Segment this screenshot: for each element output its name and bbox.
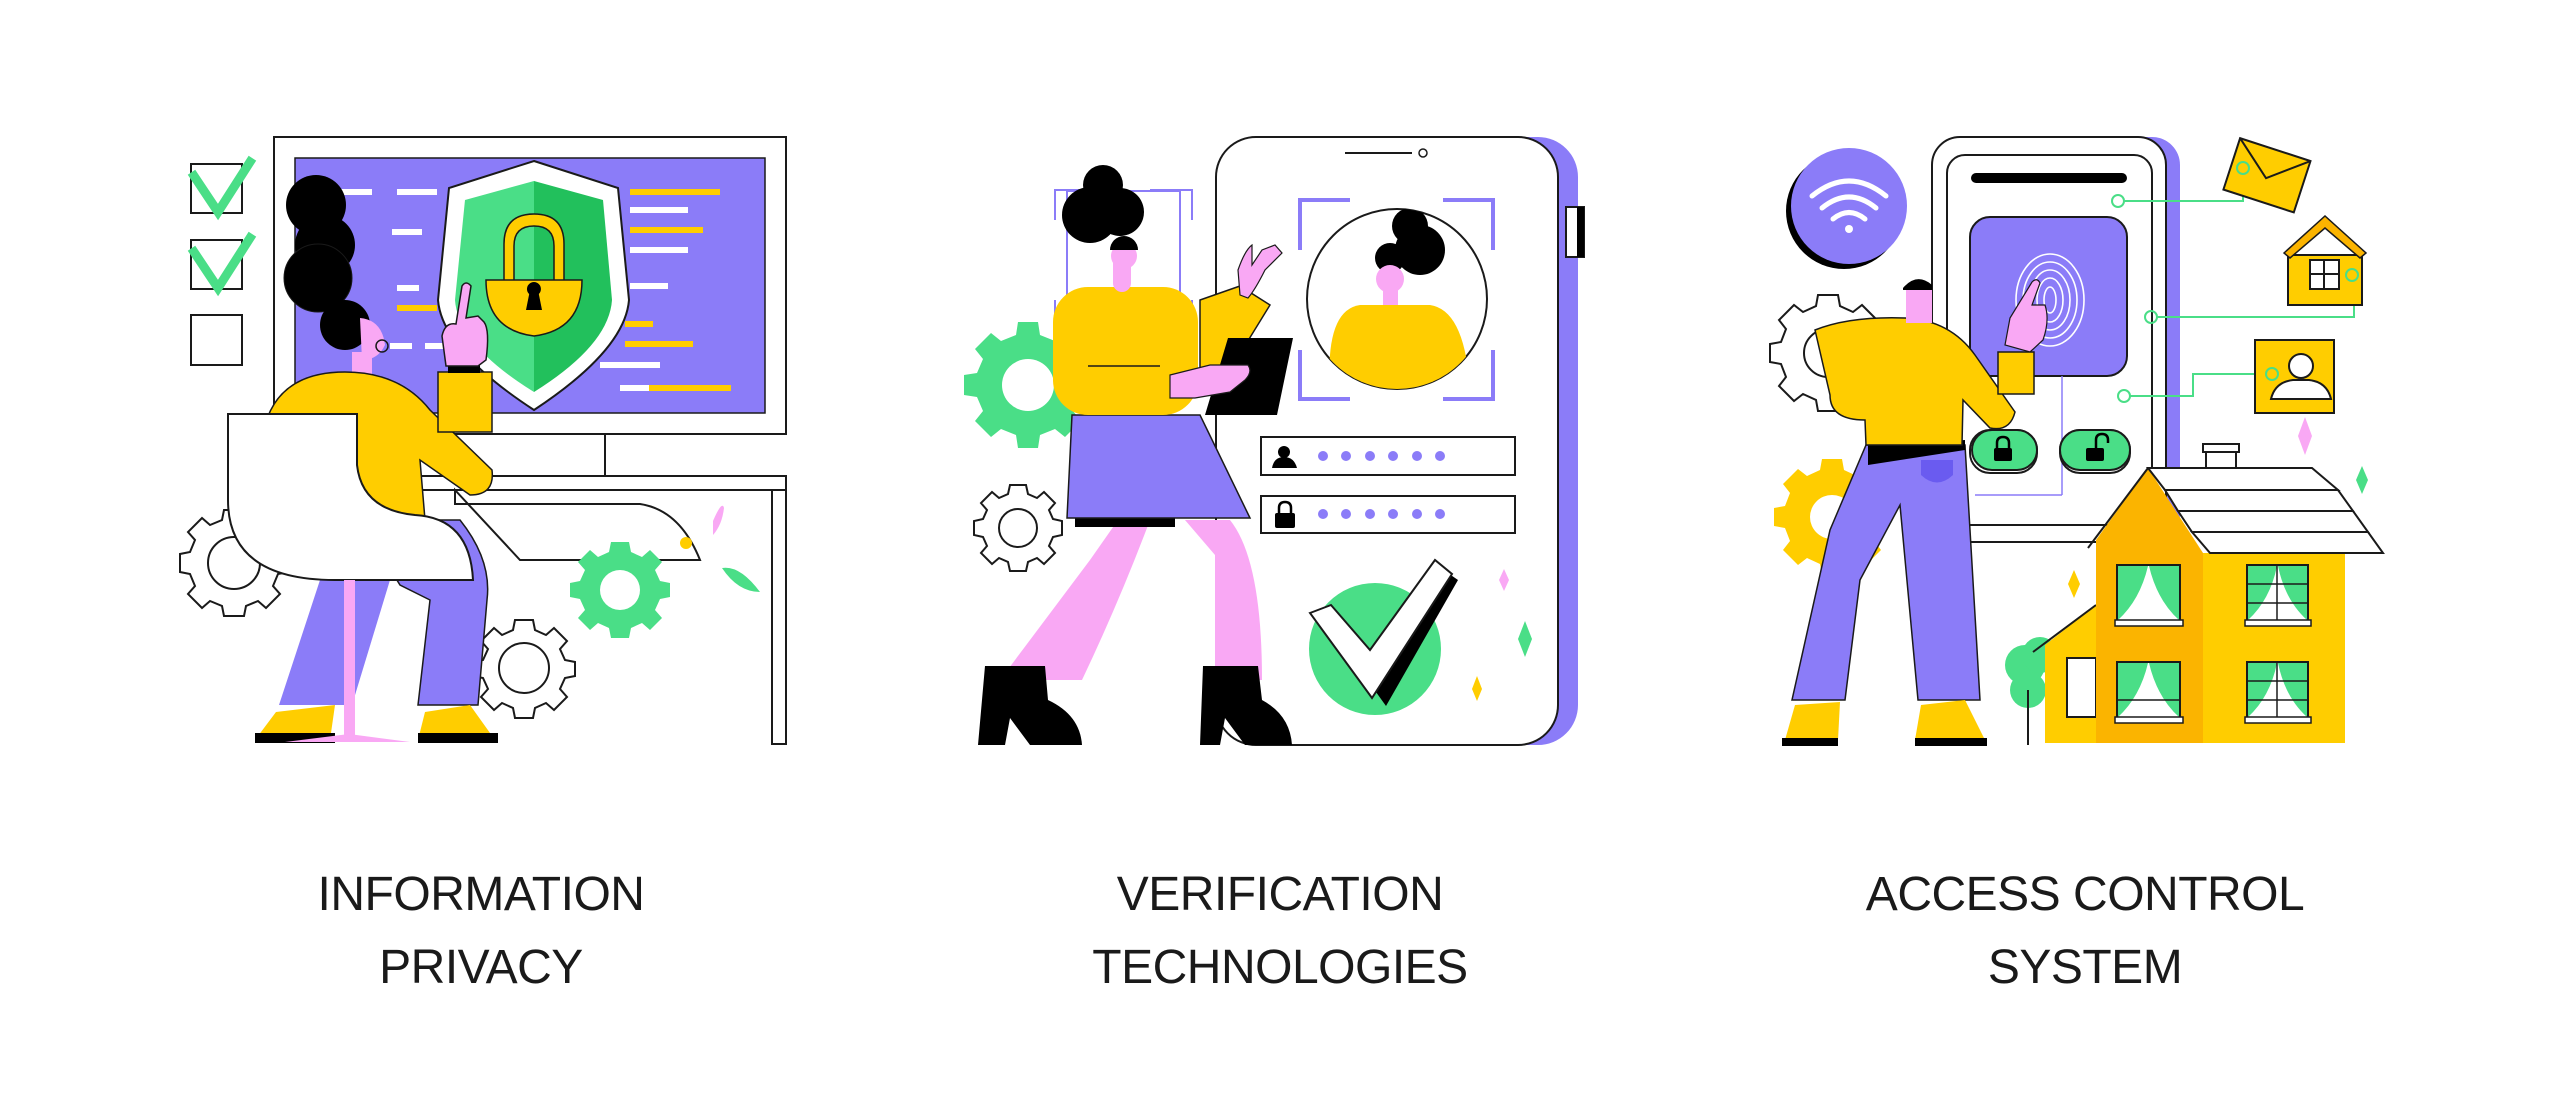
user-icon [1272,446,1297,468]
woman-standing-with-tablet [978,165,1293,745]
white-chair [227,413,475,742]
window [2114,661,2184,724]
checkmark-icon [187,155,257,297]
verification-technologies-illustration [964,136,1585,746]
checklist [190,163,243,366]
two-storey-house [2032,443,2385,743]
access-control-illustration [1769,136,2385,746]
window [2244,661,2312,724]
caption-line: SYSTEM [1987,941,2183,994]
caption-line: INFORMATION [317,868,645,921]
sparkle-icon [1472,676,1482,701]
caption-access-control-system: ACCESS CONTROL SYSTEM [1735,858,2435,1004]
sparkle-icon [2356,466,2368,494]
face-recognition-frame [1298,198,1495,401]
caption-line: ACCESS CONTROL [1865,868,2305,921]
panel-information-privacy: INFORMATION PRIVACY [0,0,853,1098]
window [2244,564,2312,627]
caption-line: VERIFICATION [1116,868,1444,921]
password-dots [1318,451,1445,461]
gear-icon [973,484,1063,572]
camera-icon [1418,148,1428,158]
gear-icon [472,619,576,719]
lock-icon [1994,435,2012,461]
window [2114,564,2184,627]
password-dots [1318,509,1445,519]
house-icon [2282,214,2368,306]
panel-verification-technologies: VERIFICATION TECHNOLOGIES [853,0,1706,1098]
leaf-icon [722,567,760,592]
sparkle-icon [1499,569,1509,591]
man-standing-touching-phone [1782,279,2048,746]
wifi-icon [1786,148,1907,269]
code-lines [338,189,731,391]
username-field [1260,436,1516,476]
caption-line: PRIVACY [379,941,583,994]
envelope-icon [2222,136,2312,214]
fingerprint-scanner [1969,216,2128,377]
user-profile-icon [2254,339,2335,414]
gear-icon [570,542,670,638]
sparkle-icon [2068,570,2080,598]
caption-information-privacy: INFORMATION PRIVACY [131,858,831,1004]
panel-access-control-system: ACCESS CONTROL SYSTEM [1706,0,2560,1098]
smartphone [1931,136,2180,543]
leaf-icon [713,505,724,535]
sparkle-icon [2298,417,2312,455]
lock-button-locked [1969,429,2038,474]
green-checkmark-badge [1308,558,1458,715]
sparkle-icon [1518,621,1532,657]
caption-verification-technologies: VERIFICATION TECHNOLOGIES [930,858,1630,1004]
unlock-icon [2086,432,2110,461]
lock-icon [1275,500,1295,528]
lock-button-unlocked [2059,429,2131,474]
caption-line: TECHNOLOGIES [1092,941,1468,994]
information-privacy-illustration [179,136,787,745]
shield-lock-icon [436,159,631,412]
dot [680,537,692,549]
password-field [1260,495,1516,534]
